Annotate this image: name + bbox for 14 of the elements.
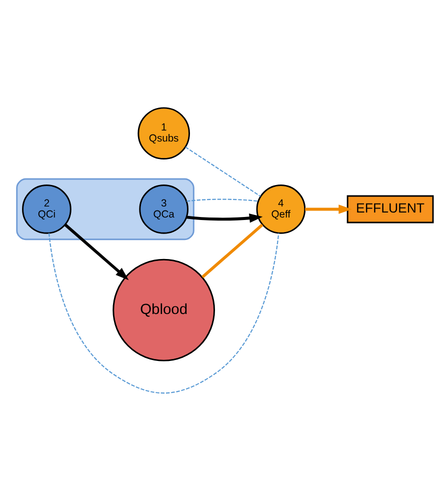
arrow <box>305 204 352 214</box>
arrow <box>64 223 129 280</box>
node-circle: Qblood <box>112 258 215 361</box>
cluster <box>16 178 194 240</box>
connector <box>48 232 280 393</box>
node-circle: 4 Qeff <box>256 184 306 234</box>
node-circle: 3 QCa <box>139 184 188 234</box>
node-circle: 1 Qsubs <box>138 106 190 160</box>
node-box: EFFLUENT <box>346 194 434 223</box>
connector <box>186 198 258 202</box>
node-circle: 2 QCi <box>22 184 72 234</box>
connector <box>185 146 261 196</box>
connector <box>201 223 264 278</box>
arrow <box>186 213 263 222</box>
